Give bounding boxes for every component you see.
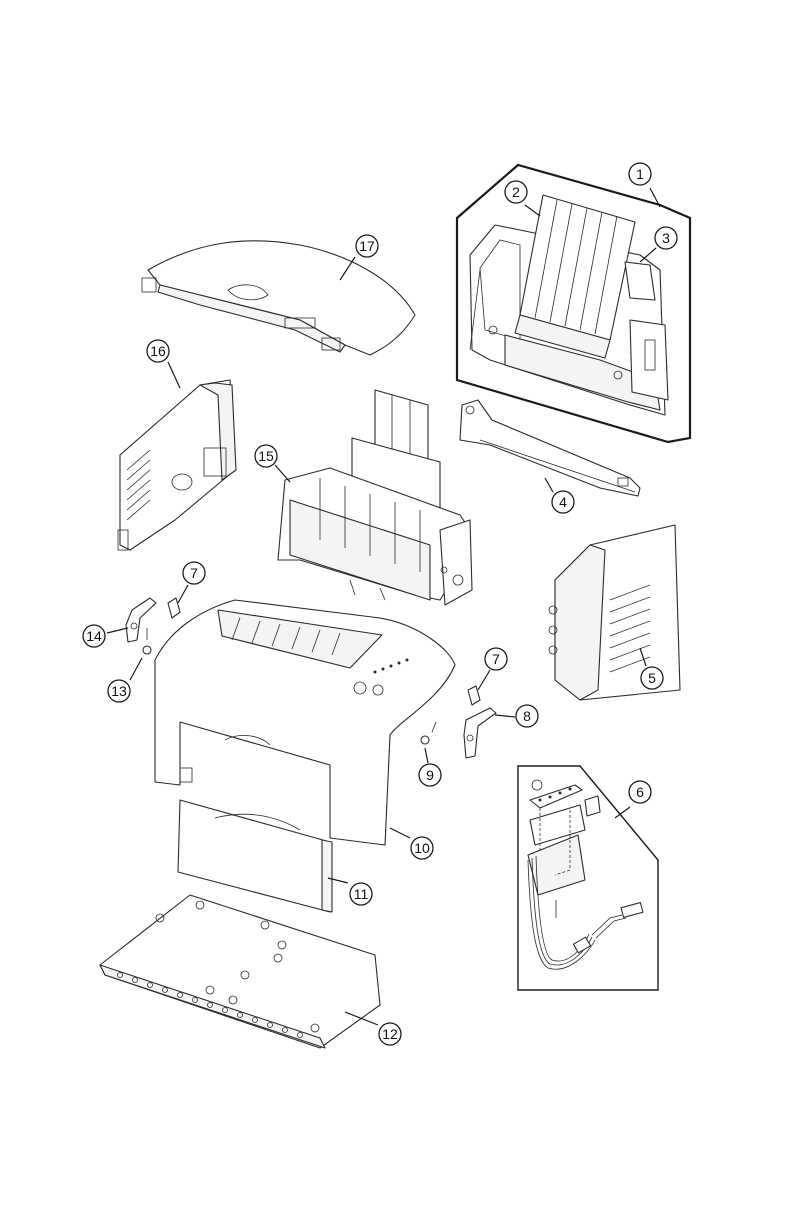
callout-7-left: 7	[183, 562, 205, 584]
callout-17: 17	[356, 235, 378, 257]
callout-1-label: 1	[636, 166, 644, 182]
bottom-plate-part-12	[100, 895, 380, 1048]
callout-11-label: 11	[354, 886, 369, 902]
callout-2-label: 2	[512, 184, 520, 200]
latch-part-7-left	[168, 598, 180, 618]
callout-17-label: 17	[359, 238, 375, 254]
callout-3-label: 3	[662, 230, 670, 246]
paper-input-assembly-group	[457, 165, 690, 442]
lever-part-8	[464, 708, 496, 758]
callout-11: 11	[350, 883, 372, 905]
callout-15: 15	[255, 445, 277, 467]
callout-15-label: 15	[258, 448, 274, 464]
callout-14-label: 14	[86, 628, 102, 644]
lever-part-14	[126, 598, 156, 642]
callout-7-left-label: 7	[190, 565, 198, 581]
callout-13-label: 13	[111, 683, 127, 699]
callout-1: 1	[629, 163, 651, 185]
spring-part-9	[421, 722, 436, 744]
spring-part-13	[143, 628, 151, 654]
callout-14: 14	[83, 625, 105, 647]
callout-5-label: 5	[648, 670, 656, 686]
callout-3: 3	[655, 227, 677, 249]
top-cover-part-17	[142, 241, 415, 355]
callout-2: 2	[505, 181, 527, 203]
left-side-cover-part-16	[118, 380, 236, 550]
callout-6: 6	[629, 781, 651, 803]
guide-rail-part-4	[460, 400, 640, 496]
callout-16-label: 16	[150, 343, 166, 359]
callout-6-label: 6	[636, 784, 644, 800]
callout-4-label: 4	[559, 494, 567, 510]
paper-feed-part-15	[278, 390, 472, 605]
callout-12: 12	[379, 1023, 401, 1045]
rear-guide-part-3	[625, 262, 655, 300]
callout-9: 9	[419, 764, 441, 786]
callout-7-right-label: 7	[492, 651, 500, 667]
callout-5: 5	[641, 667, 663, 689]
callout-13: 13	[108, 680, 130, 702]
callout-9-label: 9	[426, 767, 434, 783]
front-door-part-11	[178, 800, 332, 912]
callout-10-label: 10	[414, 840, 430, 856]
callout-8-label: 8	[523, 708, 531, 724]
callout-10: 10	[411, 837, 433, 859]
callout-16: 16	[147, 340, 169, 362]
callout-12-label: 12	[382, 1026, 398, 1042]
callout-8: 8	[516, 705, 538, 727]
callout-4: 4	[552, 491, 574, 513]
callout-7-right: 7	[485, 648, 507, 670]
